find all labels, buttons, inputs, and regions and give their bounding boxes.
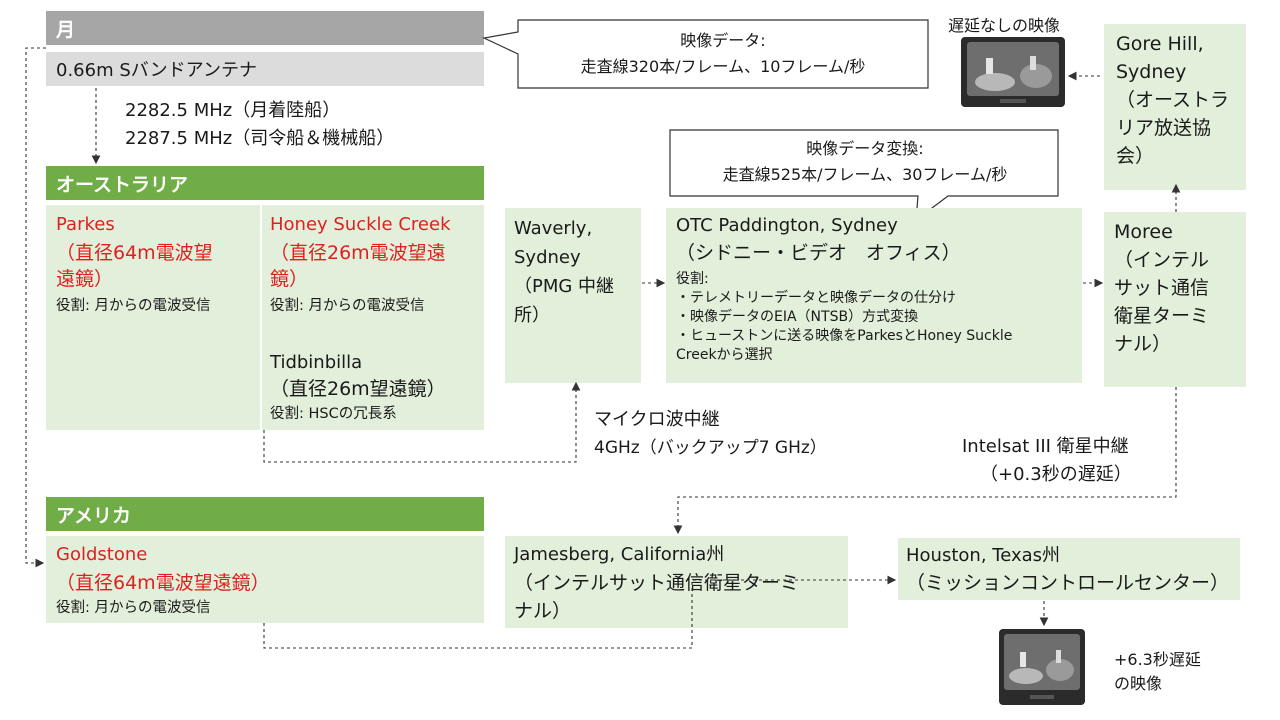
waverly-box bbox=[505, 208, 641, 383]
australia-header: オーストラリア bbox=[46, 166, 484, 200]
intelsat-relay-label: Intelsat III 衛星中継 bbox=[962, 436, 1129, 457]
parkes-desc-1: （直径64m電波望 bbox=[56, 242, 213, 264]
otc-subtitle: （シドニー・ビデオ オフィス） bbox=[676, 242, 961, 264]
honey-suckle-desc-2: 鏡） bbox=[270, 268, 309, 290]
tv-bottom-label-line: の映像 bbox=[1114, 674, 1163, 693]
waverly-line: Waverly, bbox=[514, 218, 593, 239]
houston-desc: （ミッションコントロールセンター） bbox=[906, 572, 1230, 594]
jamesberg-title: Jamesberg, California州 bbox=[514, 544, 725, 565]
otc-role: 役割: ・テレメトリーデータと映像データの仕分け ・映像データのEIA（NTSB… bbox=[676, 270, 1012, 365]
television-icon bbox=[999, 629, 1085, 705]
moon-to-goldstone-arrow bbox=[25, 47, 46, 568]
tv-bottom-label: +6.3秒遅延 の映像 bbox=[1114, 648, 1201, 696]
waverly-line: 所） bbox=[514, 305, 550, 326]
jamesberg-desc-2: ナル） bbox=[514, 600, 572, 622]
television-icon bbox=[961, 37, 1065, 107]
goldstone-role: 役割: 月からの電波受信 bbox=[56, 600, 211, 616]
tidbinbilla-desc: （直径26m望遠鏡） bbox=[270, 378, 446, 400]
america-header: アメリカ bbox=[46, 497, 484, 531]
video-data-spec: 走査線320本/フレーム、10フレーム/秒 bbox=[580, 57, 866, 76]
moon-antenna-box: 0.66m Sバンドアンテナ bbox=[46, 52, 484, 86]
video-data-callout bbox=[482, 19, 929, 89]
moree-line: ナル） bbox=[1114, 333, 1172, 355]
video-conversion-spec: 走査線525本/フレーム、30フレーム/秒 bbox=[722, 165, 1008, 184]
gore-hill-line: （オーストラ bbox=[1116, 89, 1230, 111]
gore-hill-box bbox=[1104, 24, 1246, 190]
gore-hill-line: リア放送協 bbox=[1116, 117, 1212, 139]
moree-line: 衛星ターミ bbox=[1114, 305, 1210, 327]
video-conversion-title: 映像データ変換: bbox=[806, 139, 924, 158]
frequency-lunar-module: 2282.5 MHz（月着陸船） bbox=[125, 100, 341, 121]
tidbinbilla-role: 役割: HSCの冗長系 bbox=[270, 406, 397, 422]
australia-title: オーストラリア bbox=[56, 174, 189, 196]
parkes-box bbox=[46, 205, 260, 430]
microwave-relay-label: マイクロ波中継 bbox=[594, 409, 720, 430]
parkes-name: Parkes bbox=[56, 214, 115, 235]
jamesberg-desc-1: （インテルサット通信衛星ターミ bbox=[514, 572, 800, 594]
houston-box bbox=[898, 538, 1240, 600]
goldstone-desc: （直径64m電波望遠鏡） bbox=[56, 572, 270, 594]
waverly-label: Waverly, Sydney （PMG 中継 所） bbox=[514, 214, 614, 330]
moon-header: 月 bbox=[46, 11, 484, 45]
otc-role-item: ・ヒューストンに送る映像をParkesとHoney Suckle bbox=[676, 328, 1013, 344]
houston-title: Houston, Texas州 bbox=[906, 545, 1061, 566]
moree-line: （インテル bbox=[1114, 249, 1210, 271]
goldstone-name: Goldstone bbox=[56, 544, 148, 565]
moree-label: Moree （インテル サット通信 衛星ターミ ナル） bbox=[1114, 218, 1209, 358]
waverly-line: （PMG 中継 bbox=[514, 276, 615, 297]
otc-role-item: ・映像データのEIA（NTSB）方式変換 bbox=[676, 309, 919, 325]
tidbinbilla-name: Tidbinbilla bbox=[270, 352, 363, 373]
tv-bottom-label-line: +6.3秒遅延 bbox=[1114, 650, 1201, 669]
america-title: アメリカ bbox=[56, 505, 132, 527]
video-data-callout-text: 映像データ: 走査線320本/フレーム、10フレーム/秒 bbox=[518, 28, 928, 80]
otc-role-item: ・テレメトリーデータと映像データの仕分け bbox=[676, 290, 956, 306]
frequency-command-module: 2287.5 MHz（司令船＆機械船） bbox=[125, 128, 395, 149]
microwave-frequency-label: 4GHz（バックアップ7 GHz） bbox=[594, 438, 827, 458]
gore-hill-line: Gore Hill, bbox=[1116, 33, 1204, 55]
intelsat-delay-label: （+0.3秒の遅延） bbox=[980, 464, 1132, 485]
video-data-title: 映像データ: bbox=[680, 31, 766, 50]
parkes-desc-2: 遠鏡） bbox=[56, 268, 114, 290]
moon-title: 月 bbox=[56, 19, 76, 41]
moree-line: サット通信 bbox=[1114, 277, 1210, 299]
otc-role-item: Creekから選択 bbox=[676, 347, 773, 363]
tv-top-label: 遅延なしの映像 bbox=[948, 16, 1061, 35]
otc-role-label: 役割: bbox=[676, 271, 709, 287]
honey-suckle-role: 役割: 月からの電波受信 bbox=[270, 298, 425, 314]
moree-box bbox=[1104, 212, 1246, 387]
otc-box bbox=[666, 208, 1082, 383]
honey-suckle-name: Honey Suckle Creek bbox=[270, 214, 451, 235]
gore-hill-line: Sydney bbox=[1116, 61, 1187, 83]
gore-hill-label: Gore Hill, Sydney （オーストラ リア放送協 会） bbox=[1116, 30, 1229, 170]
video-conversion-callout-text: 映像データ変換: 走査線525本/フレーム、30フレーム/秒 bbox=[670, 136, 1060, 188]
waverly-line: Sydney bbox=[514, 247, 581, 268]
moree-line: Moree bbox=[1114, 221, 1173, 243]
otc-title: OTC Paddington, Sydney bbox=[676, 215, 898, 236]
honey-suckle-desc-1: （直径26m電波望遠 bbox=[270, 242, 446, 264]
moon-antenna-label: 0.66m Sバンドアンテナ bbox=[56, 60, 257, 81]
gore-hill-line: 会） bbox=[1116, 145, 1155, 167]
parkes-role: 役割: 月からの電波受信 bbox=[56, 298, 211, 314]
